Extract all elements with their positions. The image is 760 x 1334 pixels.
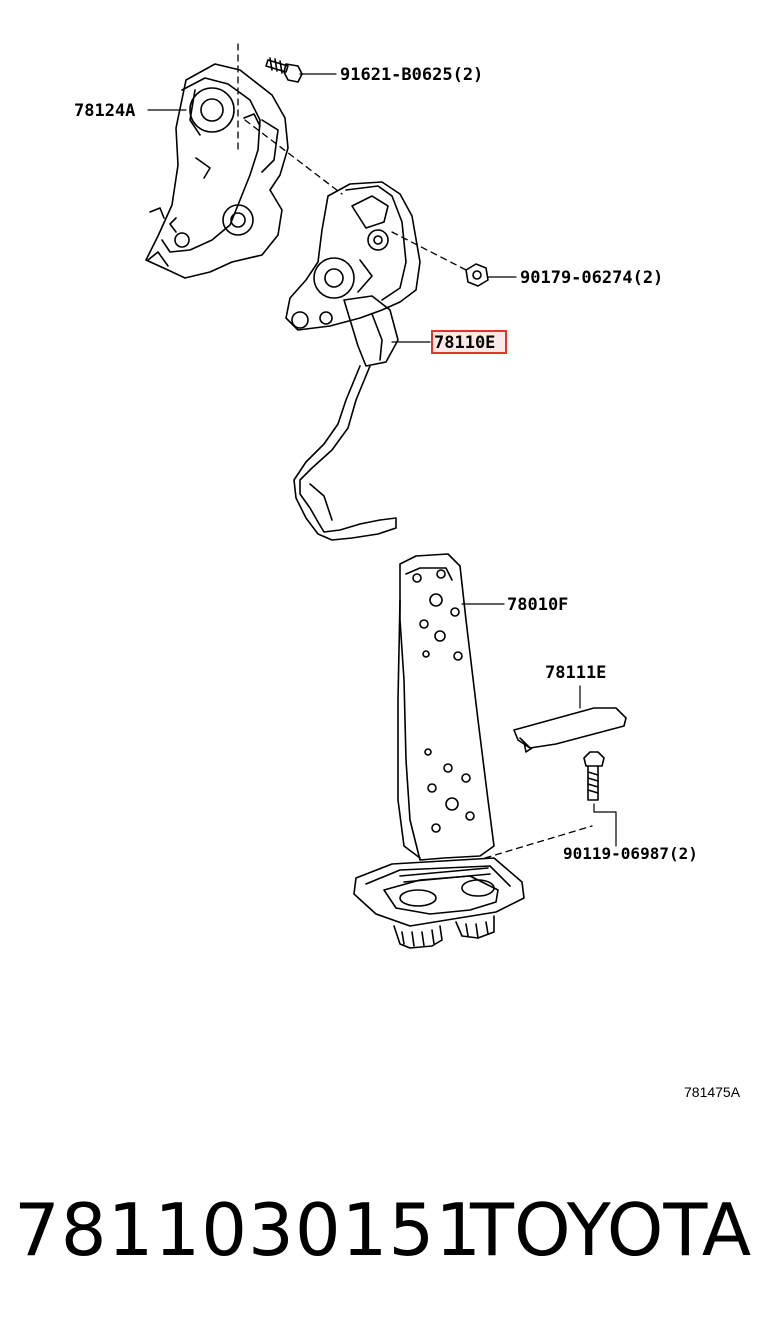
bolt-91621	[265, 57, 303, 83]
pedal-base	[353, 857, 525, 949]
highlight-box	[431, 330, 507, 354]
label-screw: 90119-06987(2)	[563, 844, 698, 863]
label-pedal-arm: 78110E	[434, 333, 495, 353]
label-pedal-pad: 78010F	[507, 595, 568, 615]
brand-name: TOYOTA	[470, 1188, 752, 1272]
label-bolt: 91621-B0625(2)	[340, 65, 483, 85]
label-bracket: 78124A	[74, 101, 135, 121]
pedal-pad-78010f	[397, 553, 495, 861]
cover-78111e	[513, 707, 627, 753]
part-number: 7811030151	[14, 1188, 483, 1272]
label-nut: 90179-06274(2)	[520, 268, 663, 288]
figure-ref: 781475A	[684, 1084, 741, 1100]
pedal-arm-assembly-78110e	[285, 181, 421, 541]
bracket-78124a	[145, 63, 289, 279]
dashed-leaders	[237, 43, 593, 859]
screw-90119	[583, 751, 605, 801]
caption: 7811030151 TOYOTA	[0, 1188, 760, 1288]
nut-90179	[465, 263, 489, 287]
solid-leaders	[147, 73, 617, 847]
label-cover: 78111E	[545, 663, 606, 683]
